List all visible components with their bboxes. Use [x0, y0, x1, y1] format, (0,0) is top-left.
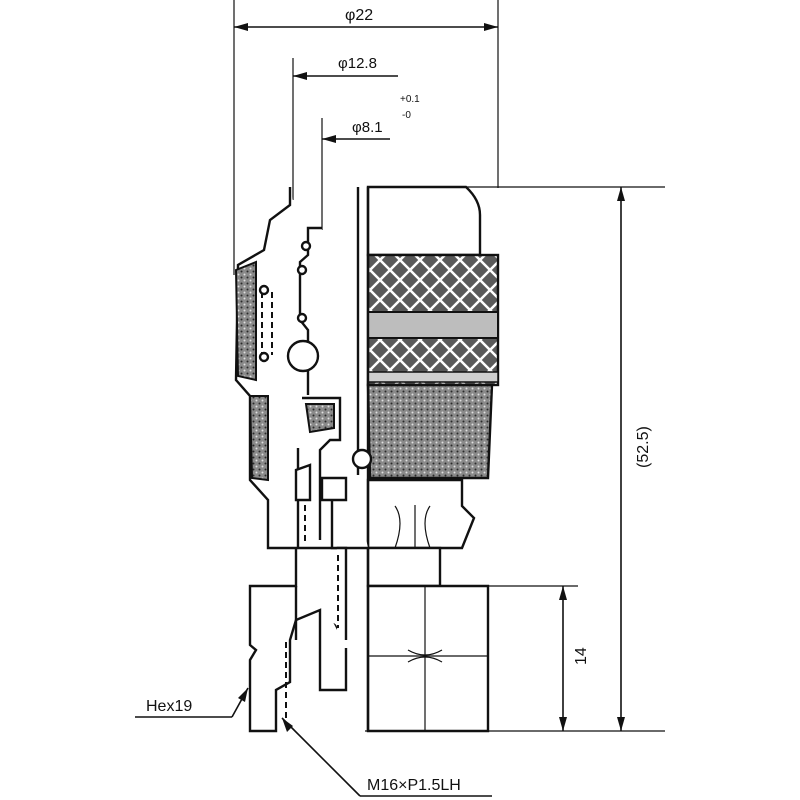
- locking-ball: [286, 339, 320, 373]
- total-length-label: (52.5): [635, 426, 652, 468]
- hex-size-leader: [135, 687, 249, 718]
- thread-leader: [281, 717, 492, 797]
- lower-hex-nut: [366, 584, 490, 733]
- dim-mid-diameter: [292, 58, 398, 200]
- cross-section-view: [234, 187, 373, 733]
- inner-tolerance-plus: +0.1: [400, 94, 420, 105]
- sleeve-body: [366, 383, 494, 480]
- dim-inner-diameter: [321, 118, 390, 230]
- hex-size-label: Hex19: [146, 698, 192, 715]
- dim-outer-diameter: [233, 0, 499, 275]
- inner-tolerance-minus: -0: [402, 110, 411, 121]
- exterior-view: [366, 185, 500, 733]
- upper-hex-nut: [366, 478, 476, 550]
- thread-label: M16×P1.5LH: [367, 777, 461, 794]
- hex-length-label: 14: [573, 647, 590, 665]
- inner-diameter-label: φ8.1: [352, 119, 383, 136]
- mid-diameter-label: φ12.8: [338, 55, 377, 72]
- outer-diameter-label: φ22: [345, 7, 373, 24]
